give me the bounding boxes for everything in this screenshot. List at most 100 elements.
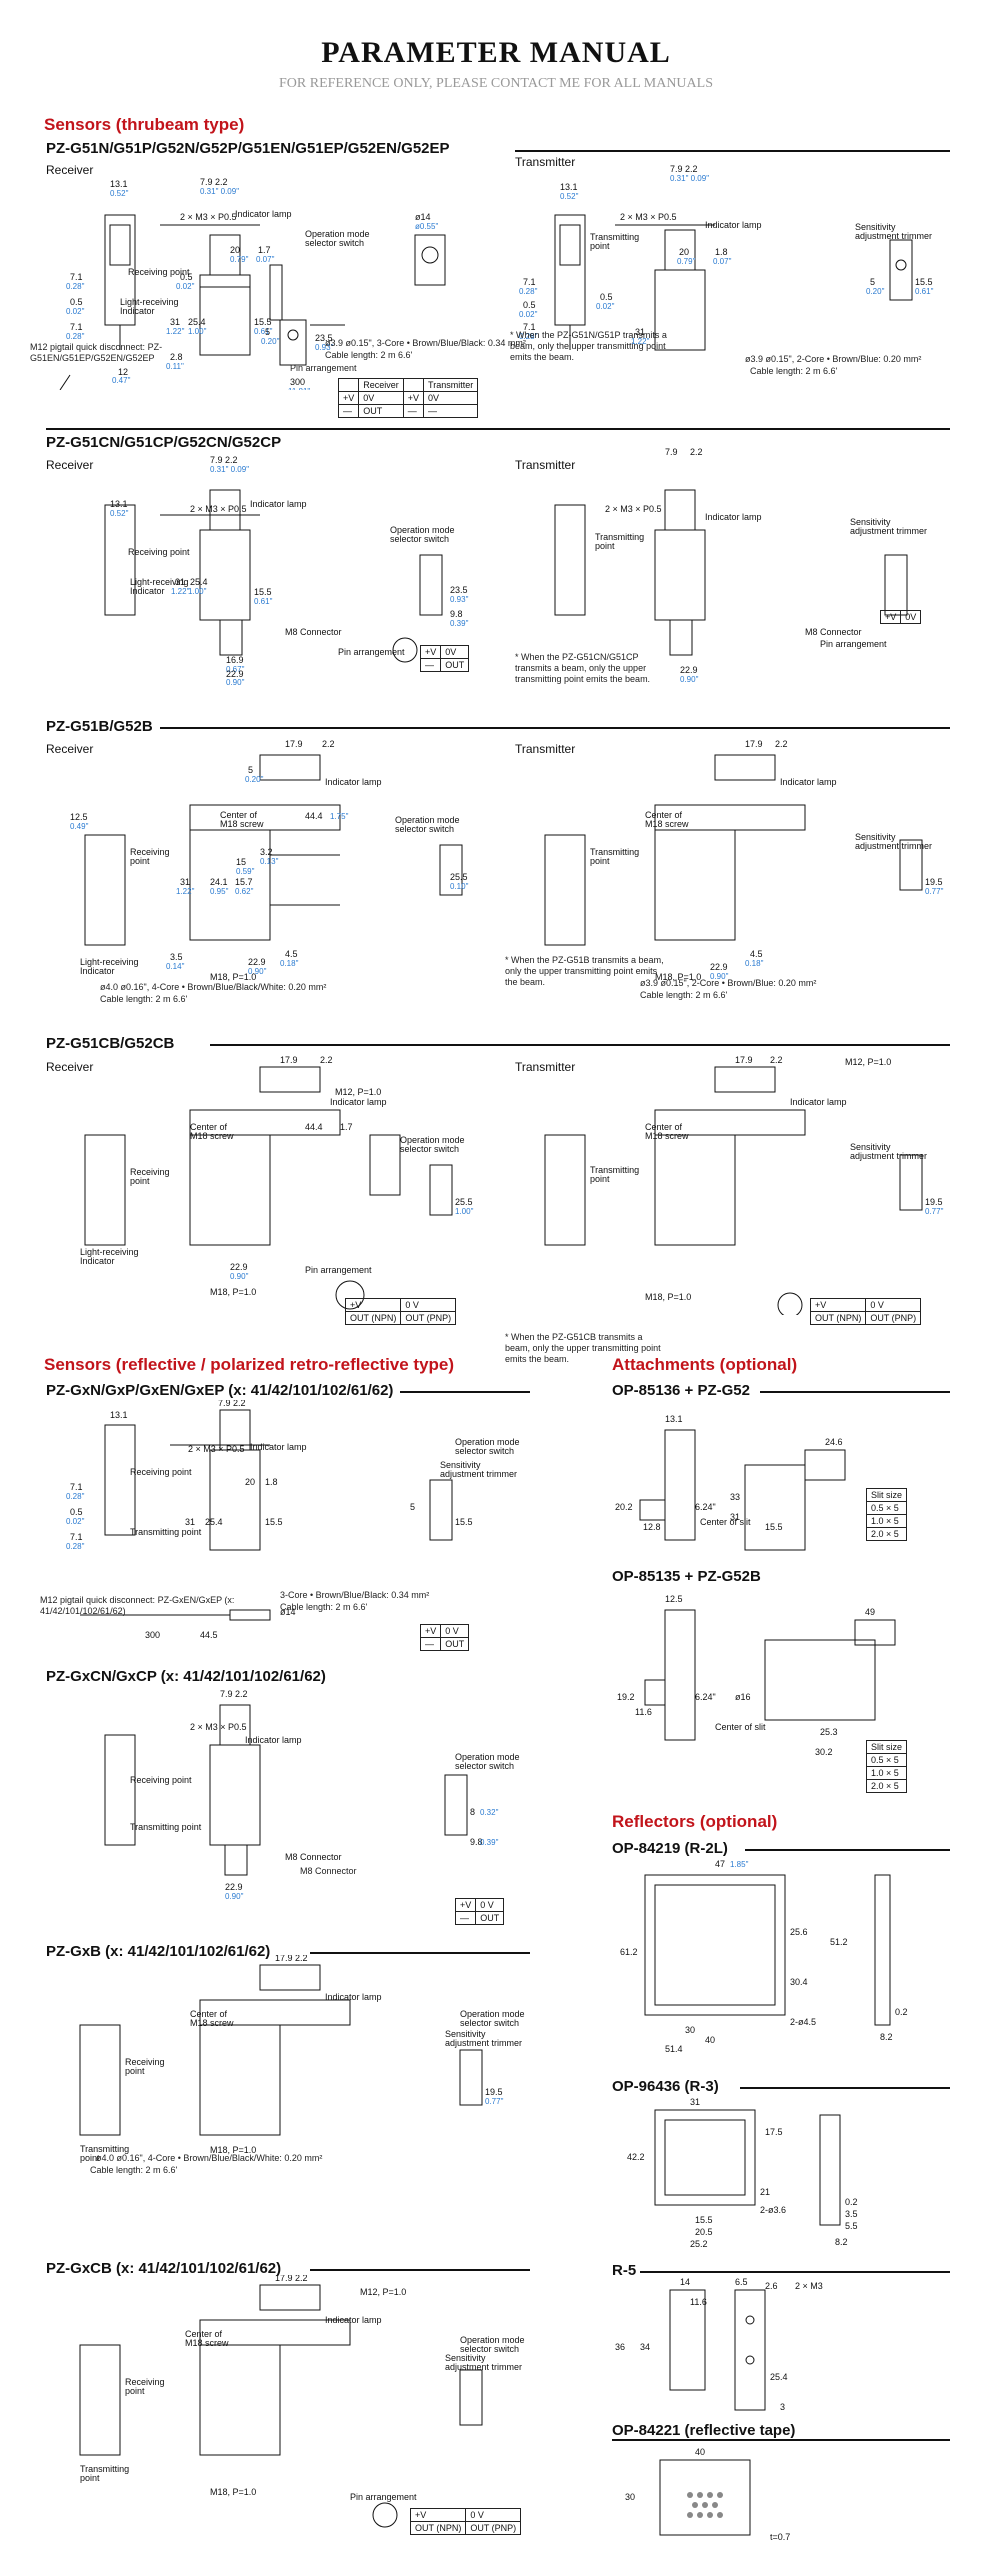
- pin-cell: +V: [337, 391, 360, 405]
- beam-note: * When the PZ-G51B transmits a beam, onl…: [505, 955, 664, 987]
- svg-text:0.20": 0.20": [866, 287, 885, 296]
- svg-text:0.02": 0.02": [519, 310, 538, 319]
- svg-text:0.5: 0.5: [600, 292, 613, 302]
- model-title: OP-96436 (R-3): [612, 2078, 719, 2095]
- svg-text:5: 5: [265, 327, 270, 337]
- svg-text:17.9 2.2: 17.9 2.2: [275, 2275, 308, 2283]
- svg-text:34: 34: [640, 2342, 650, 2352]
- pin-cell: 0V: [900, 610, 922, 624]
- svg-text:36: 36: [615, 2342, 625, 2352]
- pin-cell: +V: [879, 610, 902, 624]
- svg-text:17.5: 17.5: [765, 2127, 783, 2137]
- svg-text:25.4: 25.4: [205, 1517, 223, 1527]
- svg-text:0.49": 0.49": [70, 822, 89, 831]
- pin-cell: 0V: [358, 391, 404, 405]
- svg-text:4.5: 4.5: [750, 949, 763, 959]
- pin-cell: Receiver: [358, 378, 404, 392]
- svg-text:Indicator lamp: Indicator lamp: [790, 1097, 847, 1107]
- svg-text:Transmitting: Transmitting: [590, 847, 639, 857]
- svg-text:adjustment trimmer: adjustment trimmer: [850, 1151, 927, 1161]
- svg-text:0.2: 0.2: [845, 2197, 858, 2207]
- svg-text:1.00": 1.00": [188, 327, 207, 336]
- svg-text:25.6: 25.6: [790, 1927, 808, 1937]
- svg-text:0.31" 0.09": 0.31" 0.09": [670, 174, 709, 183]
- svg-text:selector switch: selector switch: [460, 2344, 519, 2354]
- svg-text:13.1: 13.1: [110, 499, 128, 509]
- svg-text:M18 screw: M18 screw: [220, 819, 264, 829]
- svg-text:51.2: 51.2: [830, 1937, 848, 1947]
- reflective-dimension-drawing: 7.9 2.2 2 × M3 × P0.5 Indicator lamp Rec…: [40, 1685, 530, 1905]
- svg-text:0.28": 0.28": [66, 1492, 85, 1501]
- svg-text:adjustment trimmer: adjustment trimmer: [445, 2362, 522, 2372]
- svg-text:1.22": 1.22": [171, 587, 190, 596]
- pigtail-note: M12 pigtail quick disconnect: PZ-GxEN/Gx…: [40, 1595, 235, 1616]
- svg-text:17.9: 17.9: [285, 739, 303, 749]
- svg-text:0.39": 0.39": [450, 619, 469, 628]
- svg-text:Center of: Center of: [645, 1122, 683, 1132]
- svg-text:Indicator lamp: Indicator lamp: [780, 777, 837, 787]
- transmitter-label: Transmitter: [515, 742, 576, 756]
- section-rule: [400, 1391, 530, 1393]
- svg-text:Receiving: Receiving: [130, 1167, 170, 1177]
- pin-cell: —: [419, 658, 442, 672]
- transmitter-label: Transmitter: [515, 155, 576, 169]
- svg-text:0.52": 0.52": [560, 192, 579, 201]
- beam-note: * When the PZ-G51N/G51P transmits a beam…: [510, 330, 667, 362]
- section-rule: [160, 727, 950, 729]
- svg-text:Transmitting: Transmitting: [80, 2144, 129, 2154]
- svg-text:Transmitting: Transmitting: [590, 232, 639, 242]
- svg-text:Operation mode: Operation mode: [460, 2335, 525, 2345]
- svg-text:M18 screw: M18 screw: [190, 2018, 234, 2028]
- svg-text:1.00": 1.00": [455, 1207, 474, 1216]
- svg-text:24.6: 24.6: [825, 1437, 843, 1447]
- svg-text:0.28": 0.28": [66, 282, 85, 291]
- svg-text:t=0.7: t=0.7: [770, 2532, 790, 2542]
- svg-text:0.32": 0.32": [480, 1808, 499, 1817]
- slit-size-table: Slit size 0.5 × 5 1.0 × 5 2.0 × 5: [865, 1740, 908, 1793]
- svg-text:0.39": 0.39": [480, 1838, 499, 1847]
- svg-text:6.24": 6.24": [695, 1692, 716, 1702]
- svg-text:300: 300: [145, 1630, 160, 1640]
- svg-text:Indicator lamp: Indicator lamp: [325, 777, 382, 787]
- svg-text:19.5: 19.5: [925, 877, 943, 887]
- svg-text:M12, P=1.0: M12, P=1.0: [845, 1057, 891, 1067]
- svg-text:Indicator lamp: Indicator lamp: [250, 1442, 307, 1452]
- svg-text:Indicator: Indicator: [130, 586, 165, 596]
- svg-text:Light-receiving: Light-receiving: [130, 577, 189, 587]
- svg-text:adjustment trimmer: adjustment trimmer: [445, 2038, 522, 2048]
- model-title: R-5: [612, 2262, 637, 2279]
- svg-text:15.5: 15.5: [254, 317, 272, 327]
- svg-text:19.5: 19.5: [485, 2087, 503, 2097]
- svg-text:0.02": 0.02": [176, 282, 195, 291]
- svg-text:point: point: [590, 1174, 610, 1184]
- pin-cell: 0 V: [440, 1624, 470, 1638]
- cable-length-receiver: Cable length: 2 m 6.6': [325, 350, 413, 360]
- svg-text:0.11": 0.11": [166, 362, 184, 371]
- svg-text:selector switch: selector switch: [455, 1446, 514, 1456]
- pin-cell: 0 V: [465, 2508, 522, 2522]
- svg-text:M12, P=1.0: M12, P=1.0: [335, 1087, 381, 1097]
- svg-text:15.7: 15.7: [235, 877, 253, 887]
- svg-text:30: 30: [625, 2492, 635, 2502]
- cable-length: Cable length: 2 m 6.6': [90, 2165, 178, 2175]
- svg-text:2 × M3 × P0.5: 2 × M3 × P0.5: [605, 504, 662, 514]
- svg-text:Receiving point: Receiving point: [130, 1467, 192, 1477]
- svg-text:1.7: 1.7: [258, 245, 271, 255]
- svg-text:3: 3: [780, 2402, 785, 2412]
- pin-cell: [402, 378, 425, 392]
- slit-cell: 1.0 × 5: [865, 1514, 908, 1528]
- svg-text:ø0.55": ø0.55": [415, 222, 438, 231]
- pin-cell: 0V: [440, 645, 470, 659]
- section-rule: [310, 2269, 530, 2271]
- svg-text:0.18": 0.18": [745, 959, 764, 968]
- svg-text:Sensitivity: Sensitivity: [850, 517, 891, 527]
- svg-text:selector switch: selector switch: [395, 824, 454, 834]
- svg-text:1.8: 1.8: [715, 247, 728, 257]
- svg-text:2-ø4.5: 2-ø4.5: [790, 2017, 816, 2027]
- beam-note: * When the PZ-G51CN/G51CP transmits a be…: [515, 652, 651, 684]
- svg-text:20.5: 20.5: [695, 2227, 713, 2237]
- svg-text:Center of slit: Center of slit: [715, 1722, 766, 1732]
- svg-text:0.61": 0.61": [915, 287, 934, 296]
